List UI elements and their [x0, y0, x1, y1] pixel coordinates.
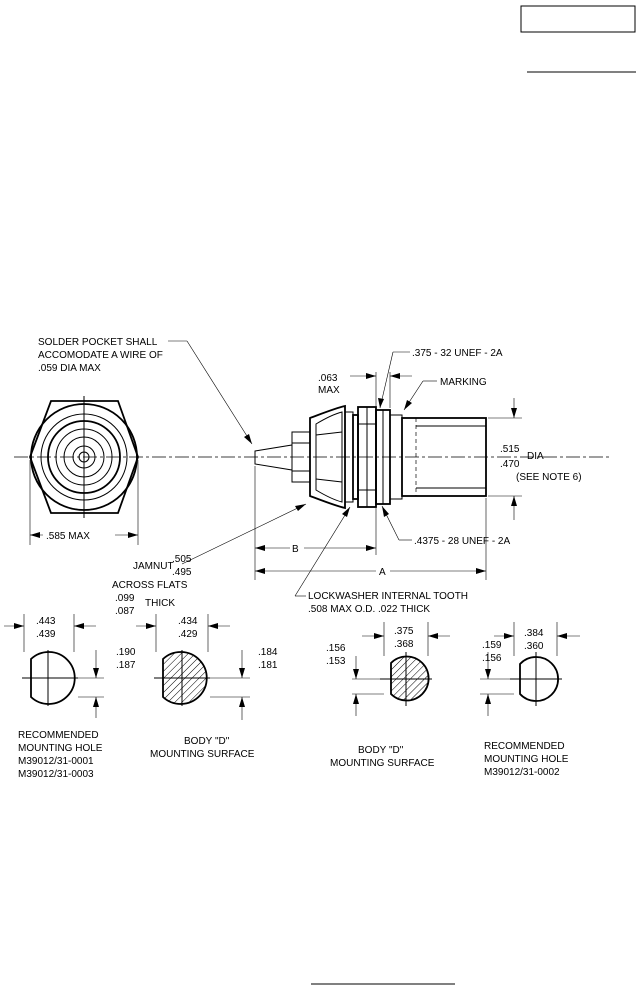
- leader-lines: [168, 340, 437, 597]
- solder-note-line: SOLDER POCKET SHALL: [38, 337, 158, 348]
- width-min: .429: [178, 629, 198, 640]
- width-max: .434: [178, 616, 198, 627]
- caption-line: M39012/31-0002: [484, 767, 560, 778]
- jamnut-thick-values: .099 .087: [115, 593, 137, 617]
- height-min: .187: [116, 660, 136, 671]
- marking-label: MARKING: [440, 377, 487, 388]
- hex-end-view: [29, 396, 139, 518]
- wall-thickness-label: .063 MAX: [318, 373, 340, 396]
- detail-1-width: .443 .439: [36, 616, 58, 640]
- solder-note-line: .059 DIA MAX: [38, 363, 101, 374]
- height-max: .190: [116, 647, 136, 658]
- detail-4-caption: RECOMMENDED MOUNTING HOLE M39012/31-0002: [484, 741, 571, 778]
- detail-1-height: .190 .187: [116, 647, 138, 671]
- detail-3-caption: BODY "D" MOUNTING SURFACE: [330, 745, 435, 769]
- thick-label: THICK: [145, 598, 175, 609]
- detail-body-d-1: [136, 614, 250, 720]
- hex-width-dimension: [29, 460, 139, 545]
- height-min: .181: [258, 660, 278, 671]
- solder-pocket-note: SOLDER POCKET SHALL ACCOMODATE A WIRE OF…: [38, 337, 166, 374]
- dia-label: DIA: [527, 451, 544, 462]
- height-max: .159: [482, 640, 502, 651]
- see-note-label: (SEE NOTE 6): [516, 472, 582, 483]
- width-max: .375: [394, 626, 414, 637]
- detail-mounting-hole-2: [480, 622, 580, 716]
- height-min: .153: [326, 656, 346, 667]
- wall-max: MAX: [318, 385, 340, 396]
- side-dimensions: [254, 372, 522, 580]
- detail-mounting-hole-1: [4, 614, 104, 718]
- height-min: .156: [482, 653, 502, 664]
- detail-2-width: .434 .429: [178, 616, 200, 640]
- diameter-values: .515 .470: [500, 444, 522, 470]
- jamnut-flat-max: .505: [172, 554, 192, 565]
- caption-line: RECOMMENDED: [484, 741, 565, 752]
- detail-2-caption: BODY "D" MOUNTING SURFACE: [150, 736, 255, 760]
- lockwasher-line: LOCKWASHER INTERNAL TOOTH: [308, 591, 468, 602]
- detail-1-caption: RECOMMENDED MOUNTING HOLE M39012/31-0001…: [18, 730, 105, 780]
- caption-line: M39012/31-0003: [18, 769, 94, 780]
- width-min: .368: [394, 639, 414, 650]
- header-box: [520, 5, 636, 33]
- width-max: .384: [524, 628, 544, 639]
- lockwasher-note: LOCKWASHER INTERNAL TOOTH .508 MAX O.D. …: [308, 591, 471, 615]
- detail-3-height: .156 .153: [326, 643, 348, 667]
- detail-4-height: .159 .156: [482, 640, 504, 664]
- dim-a-label: A: [379, 567, 386, 578]
- jamnut-flat-min: .495: [172, 567, 192, 578]
- caption-line: MOUNTING SURFACE: [330, 758, 435, 769]
- caption-line: MOUNTING HOLE: [484, 754, 569, 765]
- hex-max-label: .585 MAX: [46, 531, 90, 542]
- detail-body-d-2: [352, 622, 450, 716]
- wall-value: .063: [318, 373, 338, 384]
- thread-bottom-label: .4375 - 28 UNEF - 2A: [414, 536, 510, 547]
- caption-line: BODY "D": [184, 736, 230, 747]
- caption-line: RECOMMENDED: [18, 730, 99, 741]
- caption-line: BODY "D": [358, 745, 404, 756]
- detail-4-width: .384 .360: [524, 628, 546, 652]
- dim-b-label: B: [292, 544, 299, 555]
- dia-min: .470: [500, 459, 520, 470]
- thread-top-label: .375 - 32 UNEF - 2A: [412, 348, 503, 359]
- lockwasher-line: .508 MAX O.D. .022 THICK: [308, 604, 430, 615]
- caption-line: M39012/31-0001: [18, 756, 94, 767]
- height-max: .184: [258, 647, 278, 658]
- detail-2-height: .184 .181: [258, 647, 280, 671]
- width-max: .443: [36, 616, 56, 627]
- height-max: .156: [326, 643, 346, 654]
- jamnut-label: JAMNUT: [133, 561, 174, 572]
- detail-3-width: .375 .368: [394, 626, 416, 650]
- width-min: .439: [36, 629, 56, 640]
- connector-side-view: [254, 404, 487, 510]
- jamnut-flats-values: .505 .495: [172, 554, 194, 578]
- caption-line: MOUNTING SURFACE: [150, 749, 255, 760]
- caption-line: MOUNTING HOLE: [18, 743, 103, 754]
- solder-note-line: ACCOMODATE A WIRE OF: [38, 350, 163, 361]
- dia-max: .515: [500, 444, 520, 455]
- width-min: .360: [524, 641, 544, 652]
- across-flats-label: ACROSS FLATS: [112, 580, 188, 591]
- jamnut-thick-max: .099: [115, 593, 135, 604]
- jamnut-thick-min: .087: [115, 606, 135, 617]
